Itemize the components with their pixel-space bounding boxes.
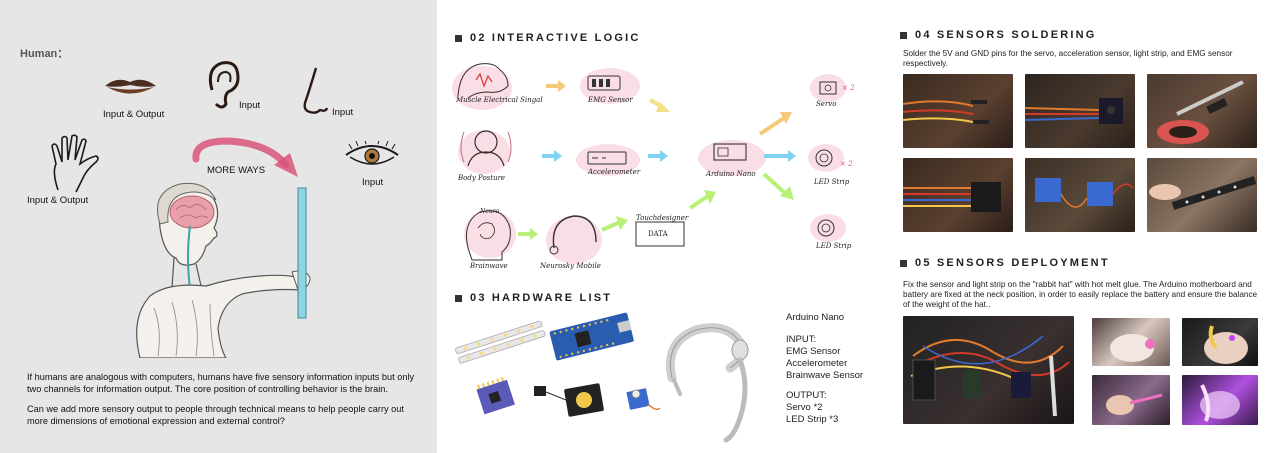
- ear-label: Input: [239, 100, 261, 111]
- node-arduino-label: Arduino Nano: [706, 170, 756, 178]
- hand-label: Input & Output: [27, 195, 89, 206]
- mouth-icon: [105, 79, 156, 94]
- node-accel-label: Accelerometer: [588, 168, 641, 176]
- hardware-board: Arduino Nano: [786, 312, 845, 323]
- more-ways-arrow-icon: [192, 137, 298, 177]
- hand-icon: [51, 134, 99, 193]
- eye-label: Input: [362, 177, 384, 188]
- node-data-label: DATA: [648, 230, 668, 238]
- node-muscle-label: Muscle Electrical Singal: [456, 96, 543, 104]
- wires-board-drawing: [1025, 98, 1123, 124]
- servos-drawing: [1035, 178, 1134, 208]
- deployment-photo: [1092, 318, 1170, 366]
- human-paragraph-2: Can we add more sensory output to people…: [27, 404, 404, 426]
- hardware-output-title: OUTPUT:: [786, 390, 827, 401]
- heading-bullet: [455, 294, 462, 302]
- deployment-photo: [1182, 375, 1258, 425]
- soldering-heading: 04 SENSORS SOLDERING: [900, 29, 1097, 41]
- hat-drawing: [1110, 334, 1155, 362]
- statue-illustration: [136, 182, 311, 358]
- heading-bullet: [900, 259, 907, 267]
- deployment-photo-large: [903, 316, 1074, 424]
- hardware-input-item: Accelerometer: [786, 358, 848, 369]
- wires-drawing: [903, 100, 989, 124]
- soldering-photo: [1025, 74, 1135, 148]
- led-count-label: × 2: [840, 160, 853, 168]
- iron-drawing: [1157, 80, 1244, 144]
- human-panel: Human： Input & Output Input Input Input …: [0, 0, 437, 453]
- mouth-label: Input & Output: [103, 109, 165, 120]
- node-neurosky-label: Neurosky Mobile: [540, 262, 601, 270]
- deployment-text: Fix the sensor and light strip on the "r…: [903, 280, 1258, 309]
- nose-icon: [303, 67, 329, 114]
- node-servo-label: Servo: [816, 100, 837, 108]
- soldering-photo: [903, 74, 1013, 148]
- more-ways-label: MORE WAYS: [207, 165, 266, 176]
- servo-count-label: × 2: [842, 84, 855, 92]
- heading-bullet: [455, 34, 462, 42]
- hardware-illustration: [455, 312, 749, 443]
- hardware-input-item: Brainwave Sensor: [786, 370, 864, 381]
- node-posture-label: Body Posture: [458, 174, 506, 182]
- circuit-drawing: [910, 335, 1070, 417]
- hands-drawing: [1106, 393, 1163, 415]
- hardware-output-item: Servo *2: [786, 402, 823, 413]
- ear-icon: [208, 61, 240, 109]
- glow-drawing: [1200, 384, 1240, 422]
- heading-bullet: [900, 31, 907, 39]
- node-emg-label: EMG Sensor: [588, 96, 633, 104]
- human-paragraph-1: If humans are analogous with computers, …: [27, 372, 415, 394]
- deployment-photo: [1182, 318, 1258, 366]
- hardware-heading: 03 HARDWARE LIST: [455, 292, 612, 304]
- node-touchdesigner-label: Touchdesigner: [636, 214, 689, 222]
- deployment-photo: [1092, 375, 1170, 425]
- deployment-heading-text: 05 SENSORS DEPLOYMENT: [915, 257, 1110, 269]
- deployment-heading: 05 SENSORS DEPLOYMENT: [900, 257, 1110, 269]
- soldering-photo: [1147, 74, 1257, 148]
- node-neuro-label: Neuro: [480, 208, 500, 215]
- hardware-heading-text: 03 HARDWARE LIST: [470, 292, 613, 304]
- logic-heading: 02 INTERACTIVE LOGIC: [455, 32, 641, 44]
- soldering-photo: [1025, 158, 1135, 232]
- node-brainwave-label: Brainwave: [470, 262, 508, 270]
- logic-heading-text: 02 INTERACTIVE LOGIC: [470, 32, 641, 44]
- logic-diagram: Muscle Electrical Singal EMG Sensor Body…: [450, 48, 880, 278]
- logic-diagram-drawing: [452, 63, 846, 264]
- node-led2-label: LED Strip: [816, 242, 852, 250]
- hardware-input-title: INPUT:: [786, 334, 817, 345]
- soldering-heading-text: 04 SENSORS SOLDERING: [915, 29, 1097, 41]
- node-led1-label: LED Strip: [814, 178, 850, 186]
- hardware-input-item: EMG Sensor: [786, 346, 841, 357]
- soldering-photo: [903, 158, 1013, 232]
- headwear-drawing: [1204, 325, 1248, 364]
- strip-drawing: [1149, 176, 1257, 210]
- eye-icon: [345, 141, 399, 165]
- soldering-photo: [1147, 158, 1257, 232]
- human-title: Human：: [20, 48, 69, 60]
- soldering-text: Solder the 5V and GND pins for the servo…: [903, 49, 1233, 68]
- wires-board-drawing: [903, 182, 1001, 212]
- nose-label: Input: [332, 107, 354, 118]
- hardware-output-item: LED Strip *3: [786, 414, 839, 425]
